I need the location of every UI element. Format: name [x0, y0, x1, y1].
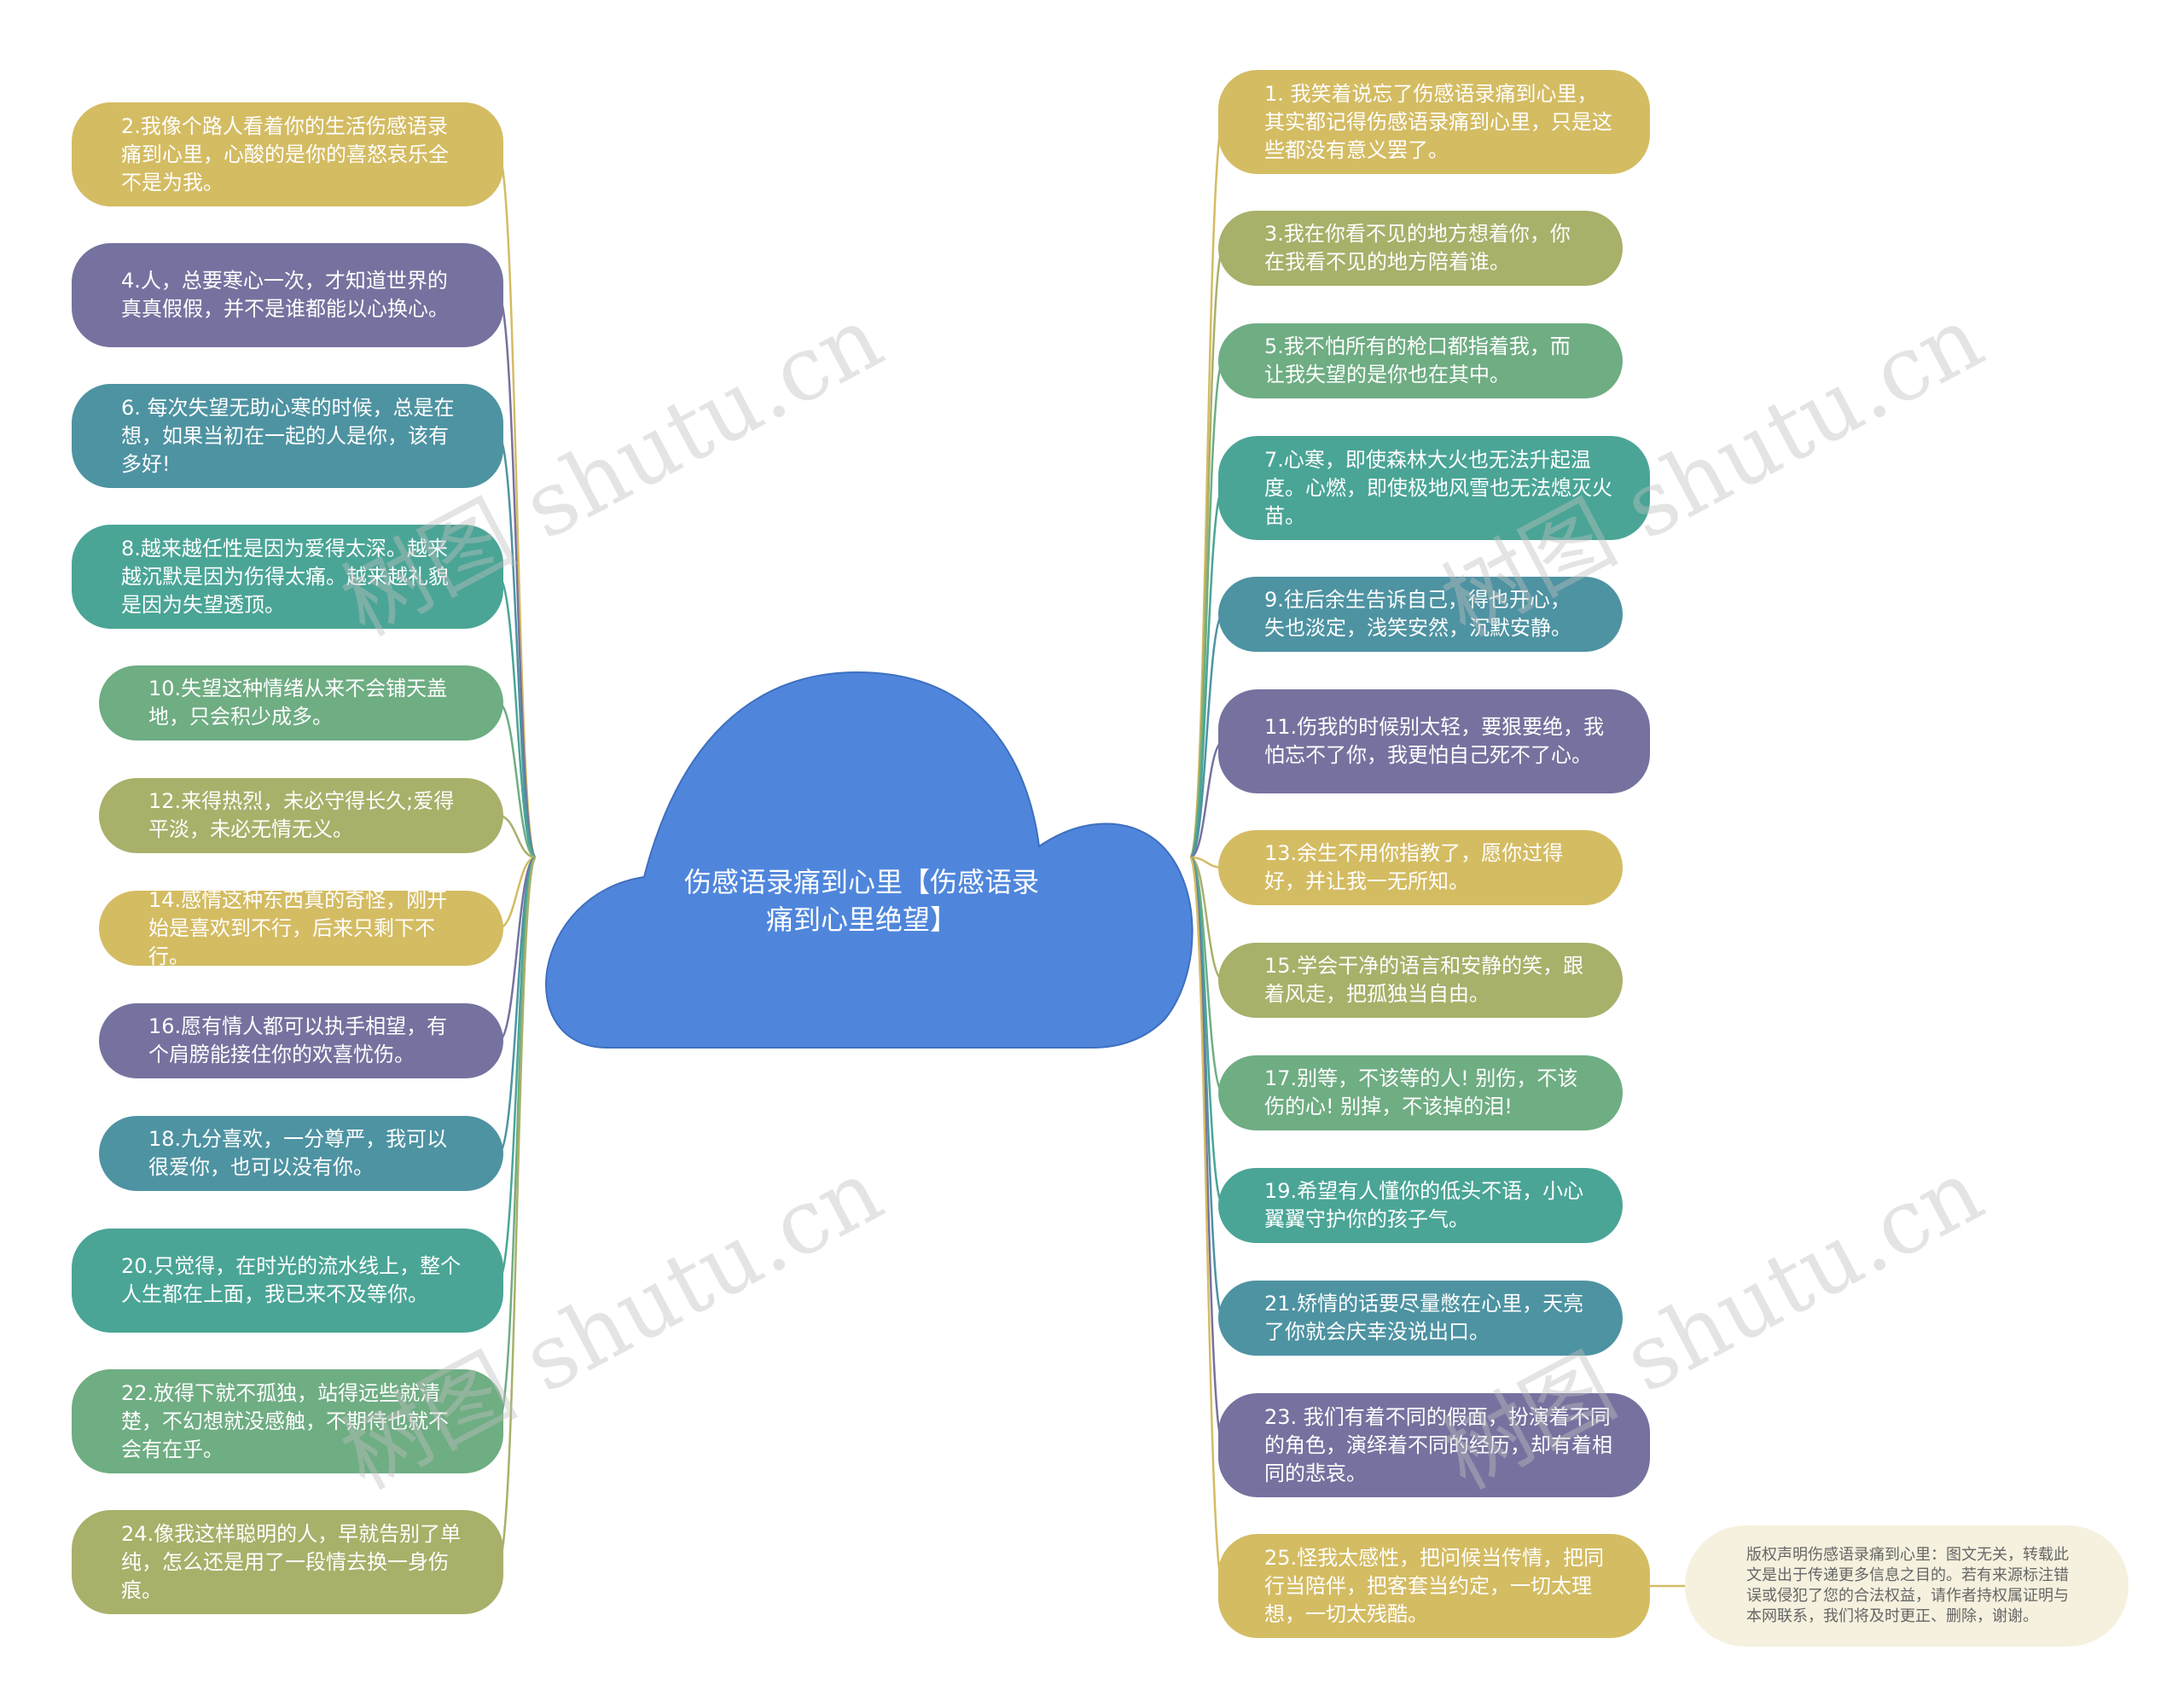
left-branch-node-text: 6. 每次失望无助心寒的时候，总是在想，如果当初在一起的人是你，该有多好! [121, 395, 455, 476]
right-connector-line [1189, 856, 1224, 982]
right-branch-node[interactable]: 17.别等，不该等的人! 别伤，不该伤的心! 别掉，不该掉的泪! [1218, 1055, 1623, 1130]
right-branch-node-text: 25.怪我太感性，把问候当传情，把同行当陪伴，把客套当约定，一切太理想，一切太残… [1264, 1545, 1605, 1626]
right-branch-node[interactable]: 11.伤我的时候别太轻，要狠要绝，我怕忘不了你，我更怕自己死不了心。 [1218, 689, 1650, 793]
left-connector-line [497, 434, 537, 859]
right-branch-node[interactable]: 21.矫情的话要尽量憋在心里，天亮了你就会庆幸没说出口。 [1218, 1281, 1623, 1356]
right-branch-node-text: 11.伤我的时候别太轻，要狠要绝，我怕忘不了你，我更怕自己死不了心。 [1264, 715, 1605, 767]
right-branch-node-text: 17.别等，不该等的人! 别伤，不该伤的心! 别掉，不该掉的泪! [1264, 1066, 1578, 1118]
right-branch-node-text: 9.往后余生告诉自己，得也开心，失也淡定，浅笑安然，沉默安静。 [1264, 588, 1571, 640]
left-branch-node[interactable]: 2.我像个路人看着你的生活伤感语录痛到心里，心酸的是你的喜怒哀乐全不是为我。 [72, 102, 503, 206]
copyright-note-text: 版权声明伤感语录痛到心里：图文无关，转载此文是出于传递更多信息之目的。若有来源标… [1746, 1546, 2069, 1625]
right-branch-node-text: 15.学会干净的语言和安静的笑，跟着风走，把孤独当自由。 [1264, 954, 1584, 1006]
right-branch-node-text: 19.希望有人懂你的低头不语，小心翼翼守护你的孩子气。 [1264, 1179, 1584, 1231]
left-branch-node-text: 20.只觉得，在时光的流水线上，整个人生都在上面，我已来不及等你。 [121, 1254, 462, 1306]
right-branch-node[interactable]: 13.余生不用你指教了，愿你过得好，并让我一无所知。 [1218, 830, 1623, 905]
left-branch-node[interactable]: 18.九分喜欢，一分尊严，我可以很爱你，也可以没有你。 [99, 1116, 503, 1191]
left-branch-node[interactable]: 14.感情这种东西真的奇怪，刚开始是喜欢到不行，后来只剩下不行。 [99, 888, 503, 968]
right-branch-node[interactable]: 3.我在你看不见的地方想着你，你在我看不见的地方陪着谁。 [1218, 211, 1623, 286]
left-branch-node-text: 24.像我这样聪明的人，早就告别了单纯，怎么还是用了一段情去换一身伤痕。 [121, 1521, 462, 1602]
left-branch-node-text: 10.失望这种情绪从来不会铺天盖地，只会积少成多。 [148, 677, 448, 729]
right-connector-line [1188, 613, 1225, 859]
left-branch-node-text: 22.放得下就不孤独，站得远些就清楚，不幻想就没感触，不期待也就不会有在乎。 [121, 1380, 449, 1461]
right-branch-node-text: 1. 我笑着说忘了伤感语录痛到心里，其实都记得伤感语录痛到心里，只是这些都没有意… [1264, 81, 1612, 162]
central-cloud[interactable] [545, 671, 1194, 1049]
left-branch-node[interactable]: 20.只觉得，在时光的流水线上，整个人生都在上面，我已来不及等你。 [72, 1229, 503, 1333]
left-branch-node-text: 18.九分喜欢，一分尊严，我可以很爱你，也可以没有你。 [148, 1127, 448, 1179]
left-connector-line [497, 701, 537, 859]
left-branch-node[interactable]: 12.来得热烈，未必守得长久;爱得平淡，未必无情无义。 [99, 778, 503, 853]
right-connector-line [1188, 856, 1225, 1588]
right-connector-line [1188, 856, 1225, 1447]
right-branch-node[interactable]: 7.心寒，即使森林大火也无法升起温度。心燃，即使极地风雪也无法熄灭火苗。 [1218, 436, 1650, 540]
left-connector-line [497, 575, 537, 859]
left-branch-node[interactable]: 24.像我这样聪明的人，早就告别了单纯，怎么还是用了一段情去换一身伤痕。 [72, 1510, 503, 1614]
left-branch-node-text: 16.愿有情人都可以执手相望，有个肩膀能接住你的欢喜忧伤。 [148, 1014, 448, 1066]
right-connector-line [1189, 740, 1224, 859]
right-branch-node-text: 21.矫情的话要尽量憋在心里，天亮了你就会庆幸没说出口。 [1264, 1292, 1584, 1344]
central-topic-title[interactable]: 伤感语录痛到心里【伤感语录痛到心里绝望】 [683, 866, 1039, 936]
left-branch-node-text: 14.感情这种东西真的奇怪，刚开始是喜欢到不行，后来只剩下不行。 [148, 887, 448, 968]
left-connector-line [497, 856, 537, 1564]
right-branch-node-text: 23. 我们有着不同的假面，扮演着不同的角色，演绎着不同的经历，却有着相同的悲哀… [1264, 1404, 1612, 1485]
left-branch-node[interactable]: 8.越来越任性是因为爱得太深。越来越沉默是因为伤得太痛。越来越礼貌是因为失望透顶… [72, 525, 503, 629]
right-branch-node[interactable]: 23. 我们有着不同的假面，扮演着不同的角色，演绎着不同的经历，却有着相同的悲哀… [1218, 1393, 1650, 1497]
left-branch-node-text: 12.来得热烈，未必守得长久;爱得平淡，未必无情无义。 [148, 789, 455, 841]
right-connector-line [1188, 856, 1225, 1095]
left-branch-node[interactable]: 16.愿有情人都可以执手相望，有个肩膀能接住你的欢喜忧伤。 [99, 1003, 503, 1078]
right-branch-node[interactable]: 1. 我笑着说忘了伤感语录痛到心里，其实都记得伤感语录痛到心里，只是这些都没有意… [1218, 70, 1650, 174]
left-branch-node[interactable]: 22.放得下就不孤独，站得远些就清楚，不幻想就没感触，不期待也就不会有在乎。 [72, 1369, 503, 1473]
right-branch-node[interactable]: 9.往后余生告诉自己，得也开心，失也淡定，浅笑安然，沉默安静。 [1218, 577, 1623, 652]
left-branch-node-text: 8.越来越任性是因为爱得太深。越来越沉默是因为伤得太痛。越来越礼貌是因为失望透顶… [121, 536, 449, 617]
left-connector-line [497, 856, 537, 1043]
copyright-note: 版权声明伤感语录痛到心里：图文无关，转载此文是出于传递更多信息之目的。若有来源标… [1685, 1525, 2129, 1647]
right-branch-node[interactable]: 25.怪我太感性，把问候当传情，把同行当陪伴，把客套当约定，一切太理想，一切太残… [1218, 1534, 1650, 1638]
right-branch-node[interactable]: 5.我不怕所有的枪口都指着我，而让我失望的是你也在其中。 [1218, 323, 1623, 398]
right-connector-line [1188, 486, 1225, 859]
left-connector-line [497, 856, 537, 930]
right-branch-node[interactable]: 15.学会干净的语言和安静的笑，跟着风走，把孤独当自由。 [1218, 943, 1623, 1018]
right-branch-node-text: 3.我在你看不见的地方想着你，你在我看不见的地方陪着谁。 [1264, 222, 1571, 274]
left-branch-node[interactable]: 6. 每次失望无助心寒的时候，总是在想，如果当初在一起的人是你，该有多好! [72, 384, 503, 488]
right-branch-node-text: 5.我不怕所有的枪口都指着我，而让我失望的是你也在其中。 [1264, 334, 1571, 386]
right-connector-line [1188, 247, 1225, 859]
left-branch-node-text: 2.我像个路人看着你的生活伤感语录痛到心里，心酸的是你的喜怒哀乐全不是为我。 [121, 113, 449, 195]
right-branch-node-text: 13.余生不用你指教了，愿你过得好，并让我一无所知。 [1264, 841, 1564, 893]
left-branch-node[interactable]: 4.人，总要寒心一次，才知道世界的真真假假，并不是谁都能以心换心。 [72, 243, 503, 347]
right-branch-node[interactable]: 19.希望有人懂你的低头不语，小心翼翼守护你的孩子气。 [1218, 1168, 1623, 1243]
left-branch-node-text: 4.人，总要寒心一次，才知道世界的真真假假，并不是谁都能以心换心。 [121, 269, 449, 321]
right-branch-node-text: 7.心寒，即使森林大火也无法升起温度。心燃，即使极地风雪也无法熄灭火苗。 [1264, 447, 1612, 528]
left-branch-node[interactable]: 10.失望这种情绪从来不会铺天盖地，只会积少成多。 [99, 665, 503, 741]
connector-lines [497, 120, 1685, 1588]
